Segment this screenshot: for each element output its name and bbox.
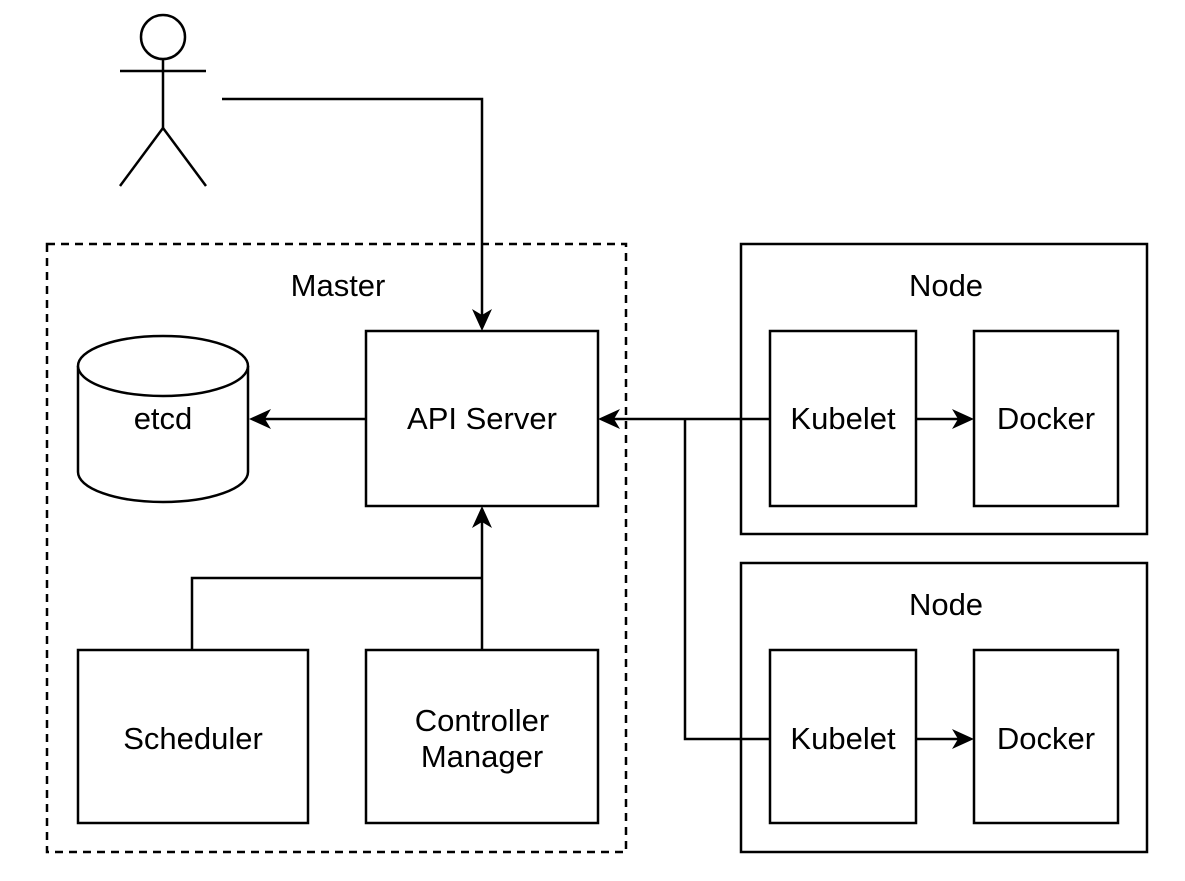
scheduler-box [76,648,310,825]
arrowhead-into-api-server-top [472,309,492,331]
docker-box-1 [972,329,1120,508]
master-label: Master [290,268,386,303]
api-server-box [364,329,600,508]
node-2-label: Node [908,587,984,622]
controller-manager-label: Controller Manager [366,700,598,778]
scheduler-label: Scheduler [123,721,263,756]
docker-1-label: Docker [996,401,1096,436]
kubelet-2-to-api-server-connector [683,419,770,741]
controller-manager-box [364,648,600,825]
docker-2-label: Docker [996,721,1096,756]
arrowhead-into-etcd [249,409,271,429]
master-boundary [45,242,628,854]
user-actor-icon [118,13,208,187]
arrowhead-into-api-server-right [598,409,620,429]
arrowhead-into-docker-1 [952,409,974,429]
controller-manager-label-line1: Controller [414,703,550,738]
docker-box-2 [972,648,1120,825]
etcd-database-icon [76,334,250,504]
api-server-label: API Server [407,401,557,436]
controller-manager-label-line2: Manager [420,739,544,774]
arrowhead-into-docker-2 [952,729,974,749]
kubelet-1-label: Kubelet [790,401,896,436]
user-to-api-server-connector [222,97,484,318]
kubelet-box-2 [768,648,918,825]
etcd-label: etcd [133,401,193,436]
kubelet-box-1 [768,329,918,508]
scheduler-to-api-server-connector [190,576,482,650]
kubelet-2-label: Kubelet [790,721,896,756]
arrowhead-into-api-server-bottom [472,506,492,528]
node-1-label: Node [908,268,984,303]
